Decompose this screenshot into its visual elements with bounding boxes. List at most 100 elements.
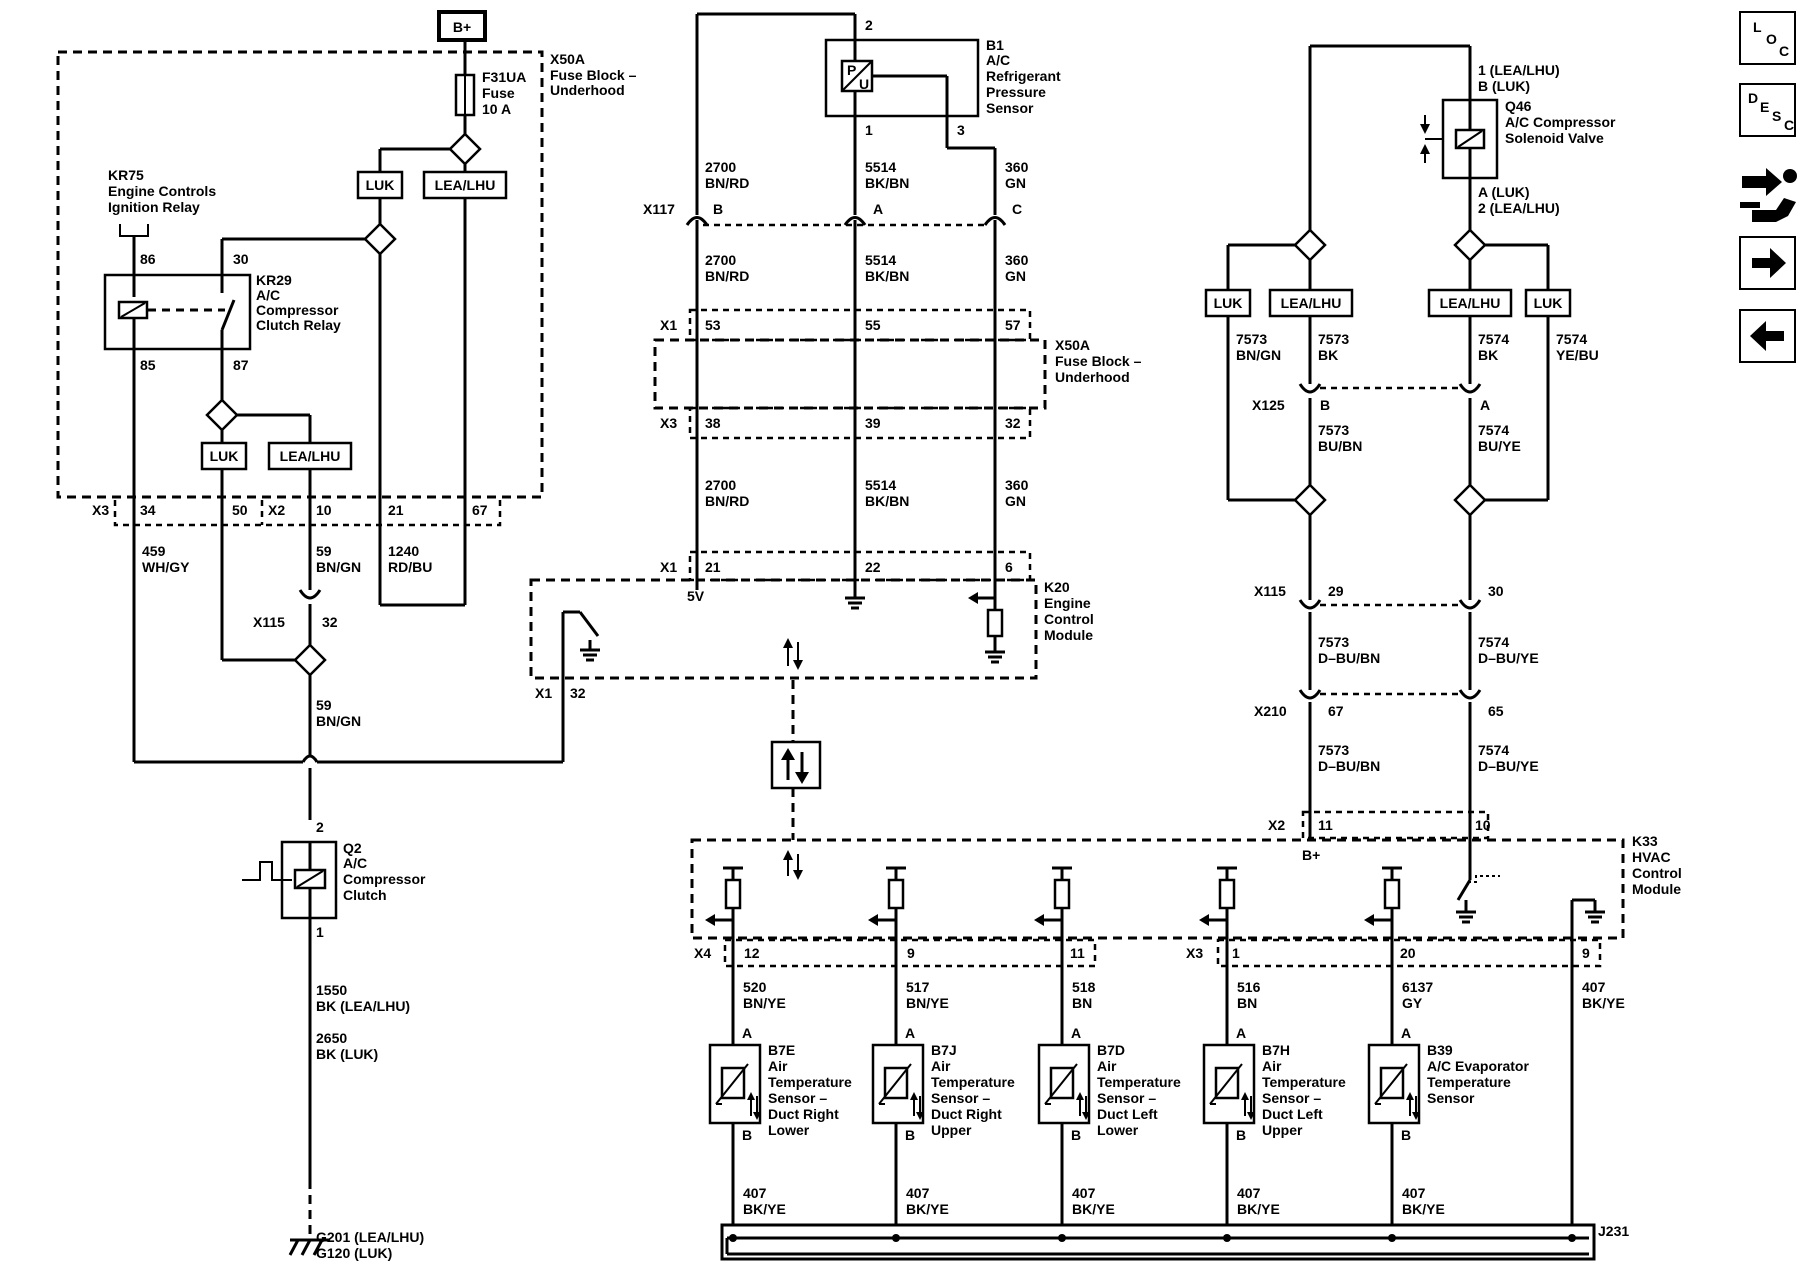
next-page-button[interactable]: [1739, 236, 1796, 290]
option-splice-diamond: [1453, 483, 1487, 517]
q2-line-1: A/C: [343, 855, 367, 871]
k20-x1-shell: [688, 550, 1032, 582]
relay-kr29-line-2: Compressor: [256, 302, 339, 318]
wire-7574-num: 7574: [1478, 742, 1509, 758]
sensor-b7h-line-3: Sensor –: [1262, 1090, 1321, 1106]
k33-x4-pin-11: 11: [1070, 945, 1085, 961]
wire-7573-color: BK: [1318, 347, 1338, 363]
wire-407-color: BK/YE: [906, 1201, 949, 1217]
wire-459-num: 459: [142, 543, 166, 559]
wire-59b-num: 59: [316, 697, 332, 713]
x117-terminal-icon: [685, 216, 709, 226]
fuse-block-left-connector: X50A: [550, 51, 585, 67]
x210-terminal-icon: [1458, 689, 1482, 700]
wire-59b-color: BN/GN: [316, 713, 361, 729]
location-button[interactable]: L O C: [1739, 11, 1796, 65]
wire-5514-color: BK/BN: [865, 175, 909, 191]
x115-left-pin: 32: [322, 614, 338, 630]
option-tag-lea-lhu-label: LEA/LHU: [1281, 295, 1342, 311]
previous-page-button[interactable]: [1739, 309, 1796, 363]
sensor-b7d-id: B7D: [1097, 1042, 1125, 1058]
wire-2650-color: BK (LUK): [316, 1046, 378, 1062]
sensor-b7e-line-1: Air: [768, 1058, 788, 1074]
k20-x1-low: X1: [535, 685, 552, 701]
desc-letter-d: D: [1748, 90, 1758, 106]
sensor-b7h-id: B7H: [1262, 1042, 1290, 1058]
sensor-b7e-line-3: Sensor –: [768, 1090, 827, 1106]
x210-pin-67: 67: [1328, 703, 1344, 719]
q46-line-2: Solenoid Valve: [1505, 130, 1604, 146]
k20-pin-22: 22: [865, 559, 881, 575]
k20-vref: 5V: [687, 588, 705, 604]
sensor-b39-line-3: Sensor: [1427, 1090, 1475, 1106]
description-button[interactable]: D E S C: [1739, 83, 1796, 137]
x210-id: X210: [1254, 703, 1287, 719]
wire-59a-color: BN/GN: [316, 559, 361, 575]
q2-pin-top: 2: [316, 819, 324, 835]
wire-360-num: 360: [1005, 159, 1029, 175]
thermistor-icon: [1209, 1063, 1255, 1120]
sensor-b7j-id: B7J: [931, 1042, 957, 1058]
relay-kr29-pin-85: 85: [140, 357, 156, 373]
sensor-b7e-line-2: Temperature: [768, 1074, 852, 1090]
fuse-id: F31UA: [482, 69, 526, 85]
wire-2700-num: 2700: [705, 252, 736, 268]
relay-kr29-id: KR29: [256, 272, 292, 288]
k33-id: K33: [1632, 833, 1658, 849]
wire-520-num: 520: [743, 979, 767, 995]
k33-x3: X3: [1186, 945, 1203, 961]
wire-5514-color: BK/BN: [865, 268, 909, 284]
connector-x2-label: X2: [268, 502, 285, 518]
option-splice-diamond: [1293, 228, 1327, 262]
connector-x3-label: X3: [92, 502, 109, 518]
sensor-b7h-pin-b: B: [1236, 1127, 1246, 1143]
x117-id: X117: [643, 201, 675, 217]
splice-node: [892, 1234, 900, 1242]
relay-kr75-connection-icon: [119, 224, 149, 237]
service-wrench-icon[interactable]: [1740, 168, 1797, 222]
x50a-pin-32: 32: [1005, 415, 1021, 431]
x50a-pin-38: 38: [705, 415, 721, 431]
option-splice-diamond: [205, 398, 239, 432]
x50a-mid-name-2: Fuse Block –: [1055, 353, 1142, 369]
ground-left-line-2: G120 (LUK): [316, 1245, 392, 1261]
wire-7573-num: 7573: [1318, 422, 1349, 438]
wire-516-num: 516: [1237, 979, 1261, 995]
k20-id: K20: [1044, 579, 1070, 595]
x50a-mid-x1: X1: [660, 317, 677, 333]
relay-kr29-pin-30: 30: [233, 251, 249, 267]
desc-letter-e: E: [1760, 99, 1769, 115]
sensor-b7h-pin-a: A: [1236, 1025, 1246, 1041]
wire-7574-num: 7574: [1478, 331, 1509, 347]
sensor-b7d-line-1: Air: [1097, 1058, 1117, 1074]
b1-line-3: Pressure: [986, 84, 1046, 100]
wire-2700-color: BN/RD: [705, 493, 749, 509]
relay-kr29-line-1: A/C: [256, 287, 280, 303]
wire-517-num: 517: [906, 979, 930, 995]
k33-x3-pin-20: 20: [1400, 945, 1416, 961]
thermistor-icon: [1044, 1063, 1090, 1120]
x115-terminal-icon: [1298, 599, 1322, 610]
pwm-indicator-icon: [1468, 875, 1500, 883]
relay-coil-slash: [120, 302, 146, 318]
q2-line-3: Clutch: [343, 887, 387, 903]
loc-letter-o: O: [1766, 31, 1777, 47]
k20-boundary: [529, 578, 1038, 680]
wire-459-color: WH/GY: [142, 559, 190, 575]
sensor-b7d-pin-b: B: [1071, 1127, 1081, 1143]
option-splice-diamond: [293, 643, 327, 677]
x125-terminal-icon: [1458, 383, 1482, 394]
q2-coil-slash: [296, 870, 324, 888]
wire-516-color: BN: [1237, 995, 1257, 1011]
q2-pin-bottom: 1: [316, 924, 324, 940]
wire-6137-color: GY: [1402, 995, 1423, 1011]
x50a-pin-57: 57: [1005, 317, 1021, 333]
thermistor-icon: [715, 1063, 761, 1120]
sensor-b7j: A B B7J Air Temperature Sensor – Duct Ri…: [871, 1025, 1015, 1143]
sensor-b7j-pin-a: A: [905, 1025, 915, 1041]
wire-7573-num: 7573: [1318, 742, 1349, 758]
x50a-pin-39: 39: [865, 415, 881, 431]
option-splice-diamond: [1453, 228, 1487, 262]
serial-data-icon: [781, 748, 809, 784]
